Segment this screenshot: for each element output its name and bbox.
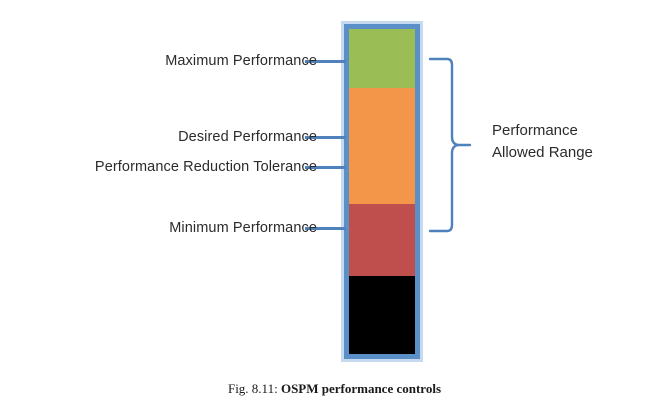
performance-allowed-range-brace (428, 57, 472, 233)
bar-segment-below-minimum (349, 276, 415, 354)
callout-label-maximum-performance: Maximum Performance (165, 53, 317, 69)
leader-line-minimum-performance (305, 227, 346, 230)
performance-allowed-range-label: Performance Allowed Range (492, 120, 593, 164)
bar-segment-minimum-performance (349, 204, 415, 276)
leader-line-maximum-performance (305, 60, 346, 63)
bar-segment-desired-performance (349, 88, 415, 204)
bar-segment-maximum-performance (349, 29, 415, 88)
callout-label-performance-reduction-tolerance: Performance Reduction Tolerance (94, 159, 317, 175)
performance-bar (349, 29, 415, 354)
leader-line-desired-performance (305, 136, 346, 139)
callout-label-minimum-performance: Minimum Performance (169, 220, 317, 236)
range-label-line-2: Allowed Range (492, 143, 593, 161)
figure-caption-number: Fig. 8.11: (227, 381, 278, 396)
callout-label-desired-performance: Desired Performance (178, 129, 317, 145)
range-label-line-1: Performance (492, 122, 578, 139)
leader-line-performance-reduction-tolerance (305, 166, 346, 169)
figure-caption-title: OSPM performance controls (280, 381, 442, 396)
figure-caption: Fig. 8.11: OSPM performance controls (0, 381, 669, 397)
